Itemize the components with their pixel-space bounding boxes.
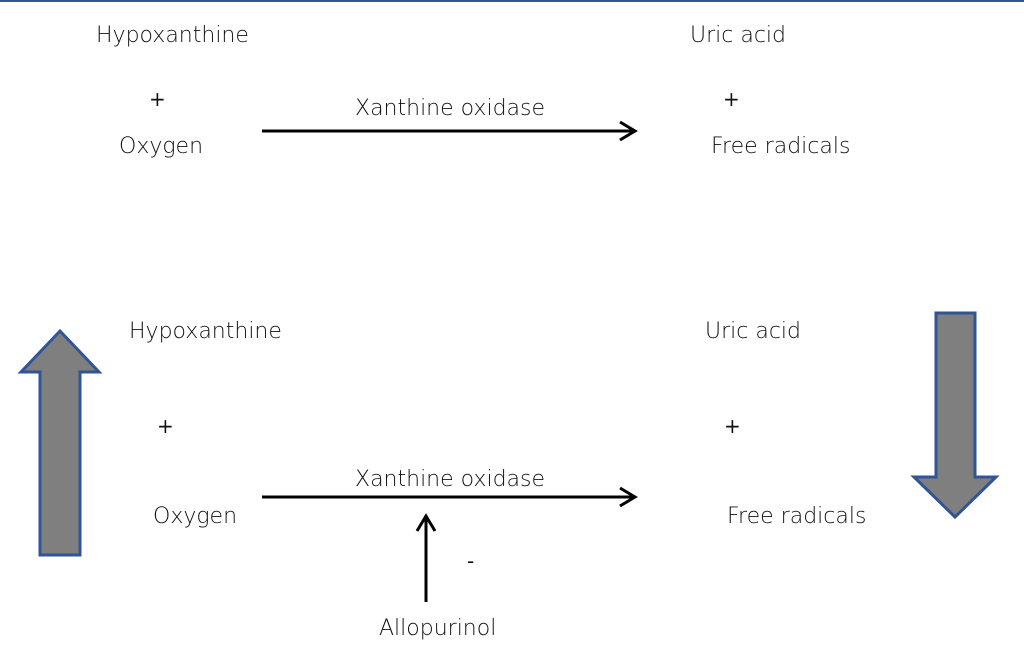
top-product-uric-acid: Uric acid bbox=[690, 23, 787, 48]
bottom-reaction-arrow bbox=[262, 486, 638, 508]
allopurinol-arrow bbox=[415, 513, 437, 602]
bottom-reactant-hypoxanthine: Hypoxanthine bbox=[129, 319, 282, 344]
top-enzyme-label: Xanthine oxidase bbox=[355, 96, 546, 121]
inhibition-sign: - bbox=[467, 549, 475, 573]
increase-block-arrow bbox=[17, 328, 103, 557]
bottom-enzyme-label: Xanthine oxidase bbox=[355, 467, 546, 492]
top-product-free-radicals: Free radicals bbox=[711, 134, 851, 159]
bottom-product-uric-acid: Uric acid bbox=[705, 319, 802, 344]
bottom-plus-right: + bbox=[724, 414, 741, 438]
bottom-reactant-oxygen: Oxygen bbox=[153, 504, 238, 529]
top-reactant-oxygen: Oxygen bbox=[119, 134, 204, 159]
bottom-plus-left: + bbox=[157, 414, 174, 438]
top-rule bbox=[0, 0, 1024, 2]
bottom-product-free-radicals: Free radicals bbox=[727, 504, 867, 529]
top-plus-right: + bbox=[723, 87, 740, 111]
decrease-block-arrow bbox=[910, 311, 1000, 520]
top-reaction-arrow bbox=[262, 120, 638, 142]
top-reactant-hypoxanthine: Hypoxanthine bbox=[96, 23, 249, 48]
inhibitor-allopurinol: Allopurinol bbox=[379, 616, 497, 641]
top-plus-left: + bbox=[149, 87, 166, 111]
